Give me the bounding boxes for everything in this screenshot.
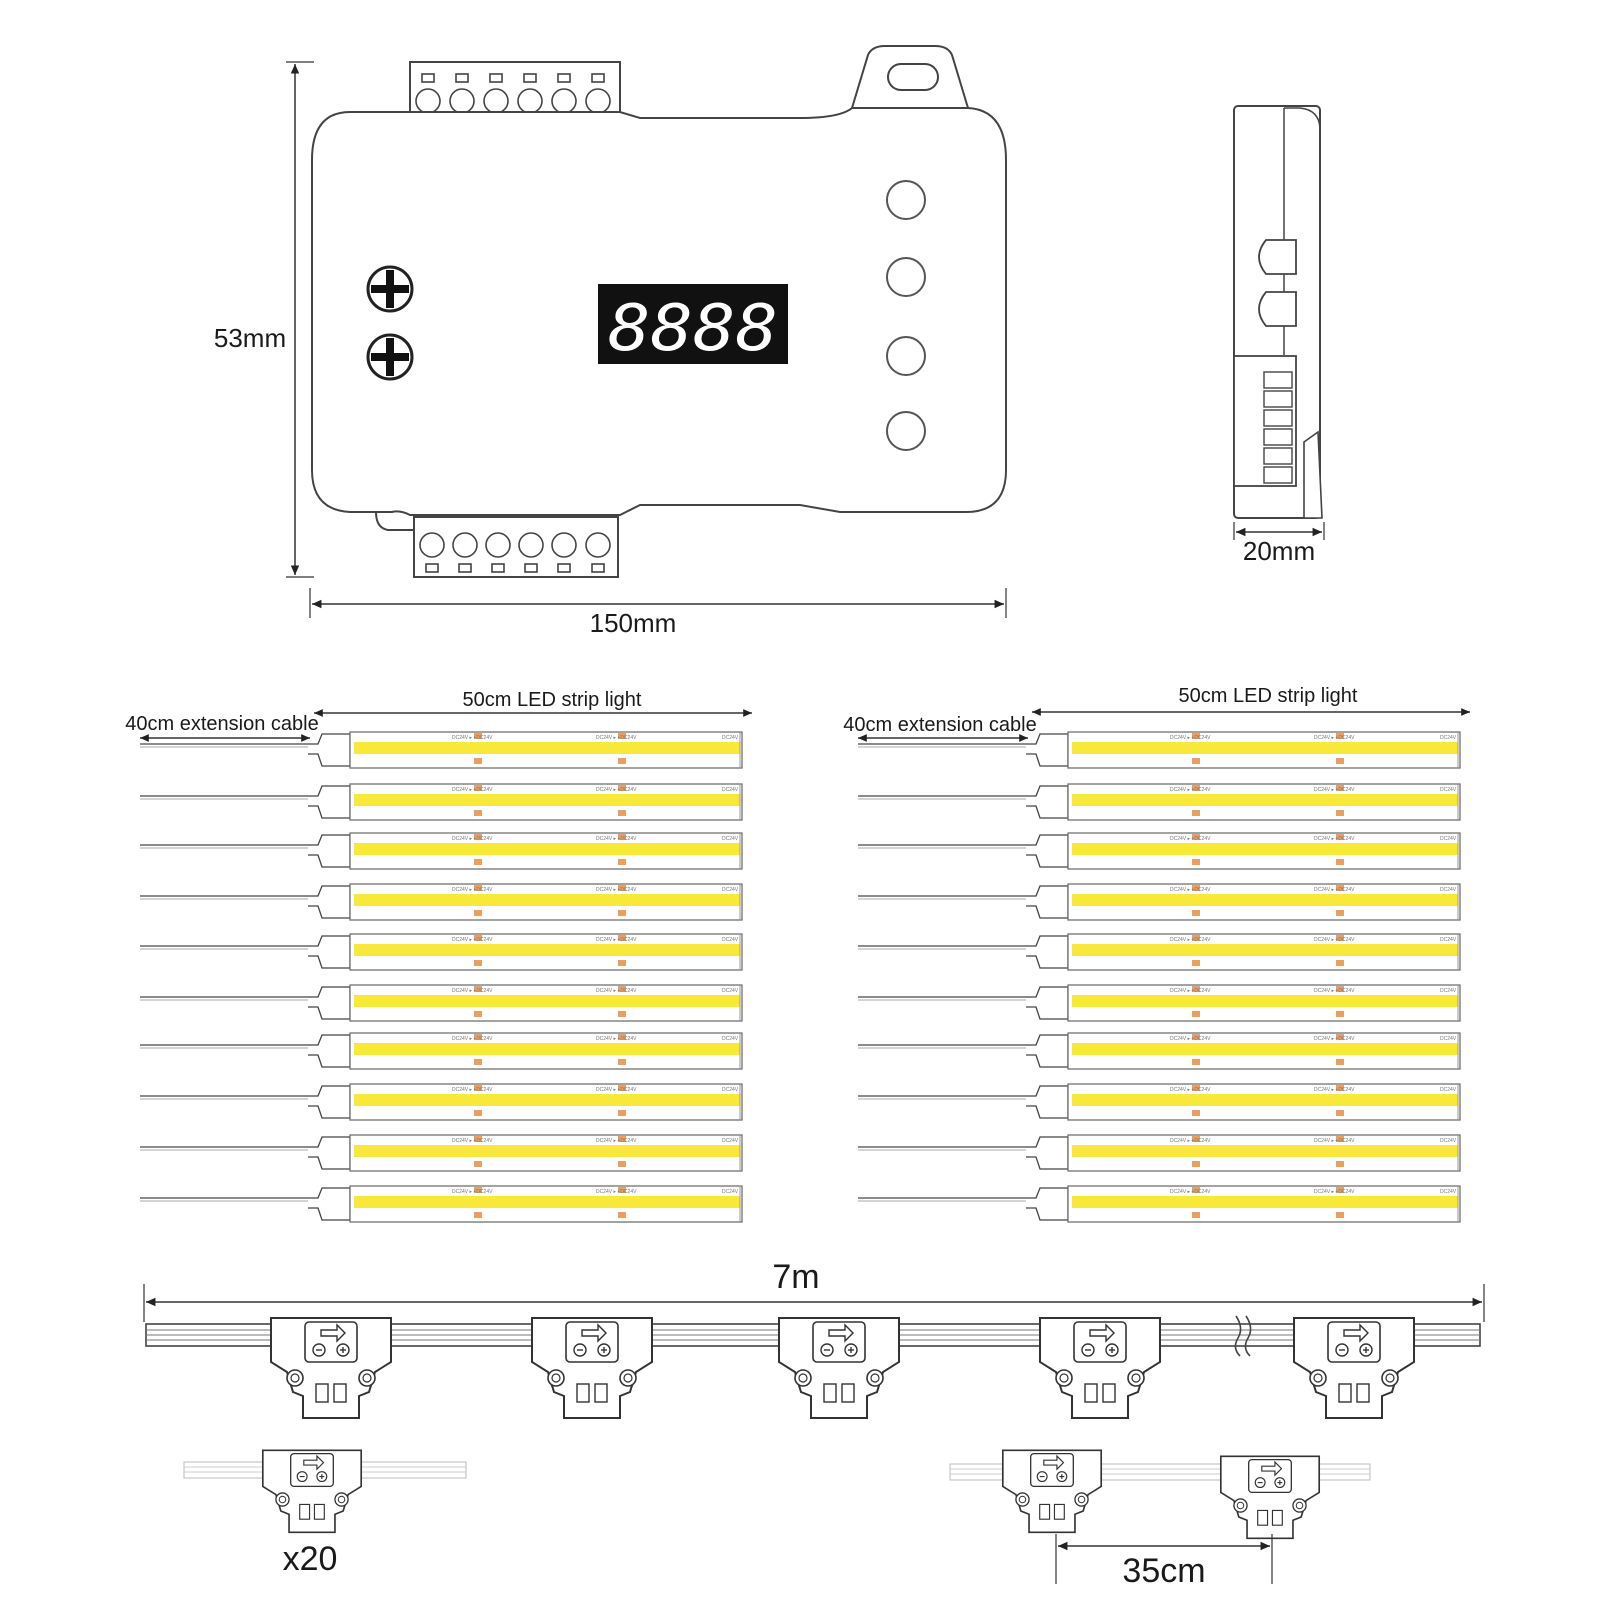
pixel-node <box>531 1317 653 1419</box>
led-strip <box>139 832 743 870</box>
pixel-chain: 7m <box>143 1258 1485 1419</box>
strip-length-label: 50cm LED strip light <box>1179 685 1358 707</box>
led-strip <box>139 1083 743 1121</box>
chain-length-label: 7m <box>772 1258 819 1296</box>
pixel-node <box>1293 1317 1415 1419</box>
control-button <box>886 336 926 376</box>
led-strip <box>139 1134 743 1172</box>
strip-group-left: 50cm LED strip light 40cm extension cabl… <box>125 689 752 1223</box>
cable-length-label: 40cm extension cable <box>843 714 1036 736</box>
led-strip <box>139 984 743 1022</box>
width-dimension: 150mm <box>309 588 1007 638</box>
segment-display: 8888 <box>598 284 788 366</box>
led-strip <box>139 1185 743 1223</box>
strip-length-label: 50cm LED strip light <box>463 689 642 711</box>
strip-group-right: 50cm LED strip light 40cm extension cabl… <box>843 685 1470 1223</box>
spacing-label: 35cm <box>1122 1552 1205 1590</box>
display-digits: 8888 <box>608 292 778 366</box>
led-strip <box>857 883 1461 921</box>
led-strip <box>857 1032 1461 1070</box>
pixel-node <box>778 1317 900 1419</box>
pixel-node <box>1001 1449 1103 1534</box>
height-label: 53mm <box>214 323 286 353</box>
single-node-detail: x20 <box>183 1449 467 1578</box>
width-label: 150mm <box>590 608 677 638</box>
cable-length-label: 40cm extension cable <box>125 713 318 735</box>
height-dimension: 53mm <box>214 61 314 578</box>
led-strip <box>857 1134 1461 1172</box>
led-strip <box>139 783 743 821</box>
node-spacing-detail: 35cm <box>949 1449 1371 1590</box>
led-strip <box>857 832 1461 870</box>
pixel-node <box>270 1317 392 1419</box>
control-button <box>886 180 926 220</box>
depth-dimension: 20mm <box>1233 522 1325 566</box>
quantity-label: x20 <box>283 1540 338 1578</box>
control-button <box>886 411 926 451</box>
led-strip <box>857 984 1461 1022</box>
depth-label: 20mm <box>1243 536 1315 566</box>
led-strip <box>139 883 743 921</box>
controller-side-view: 20mm <box>1233 105 1325 566</box>
led-strip <box>857 1083 1461 1121</box>
bottom-terminal-block <box>375 511 619 578</box>
led-strip <box>139 933 743 971</box>
led-strip <box>857 933 1461 971</box>
control-button <box>886 257 926 297</box>
controller-front-view: 8888 53mm <box>214 45 1007 638</box>
pixel-node <box>261 1449 363 1534</box>
led-strip <box>139 1032 743 1070</box>
screw-icon <box>366 265 414 313</box>
led-strip <box>857 1185 1461 1223</box>
pixel-node <box>1039 1317 1161 1419</box>
screw-icon <box>366 333 414 381</box>
led-strip <box>857 783 1461 821</box>
pixel-node <box>1219 1455 1321 1540</box>
